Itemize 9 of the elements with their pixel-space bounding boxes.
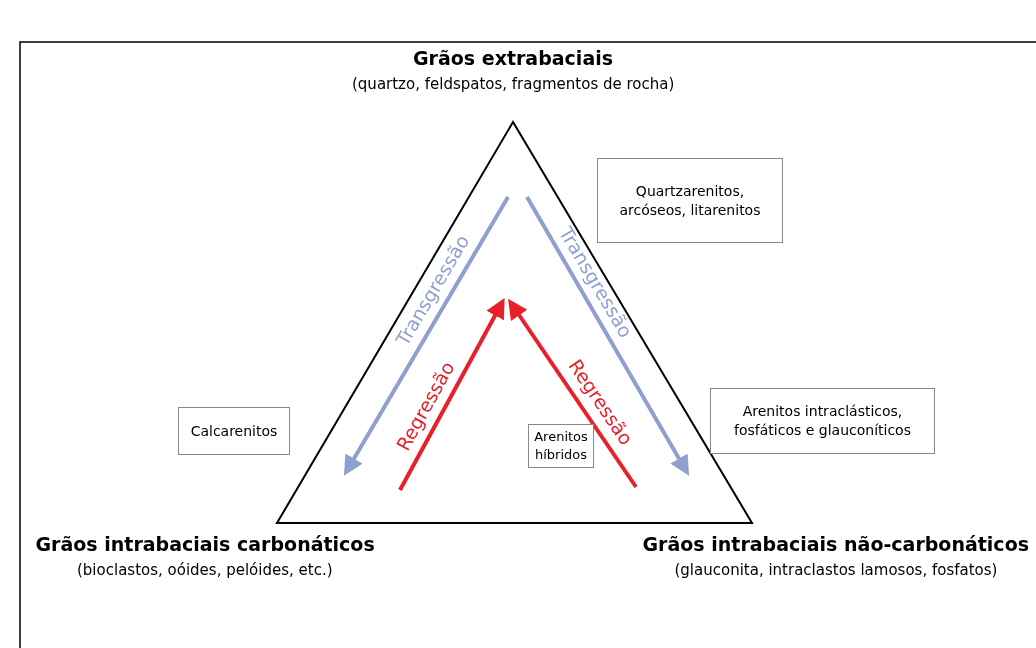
rock-type-box: Quartzarenitos, arcóseos, litarenitos bbox=[597, 158, 783, 243]
corner-heading: Grãos intrabaciais não-carbonáticos bbox=[642, 533, 1029, 555]
corner-description: (bioclastos, oóides, pelóides, etc.) bbox=[77, 561, 333, 579]
corner-description: (glauconita, intraclastos lamosos, fosfatos) bbox=[674, 561, 998, 579]
corner-heading: Grãos extrabaciais bbox=[413, 47, 614, 69]
corner-heading: Grãos intrabaciais carbonáticos bbox=[35, 533, 375, 555]
corner-description: (quartzo, feldspatos, fragmentos de rocha) bbox=[352, 75, 675, 93]
rock-type-box: Calcarenitos bbox=[178, 407, 290, 455]
rock-type-box: Arenitos intraclásticos, fosfáticos e glauconíticos bbox=[710, 388, 935, 454]
